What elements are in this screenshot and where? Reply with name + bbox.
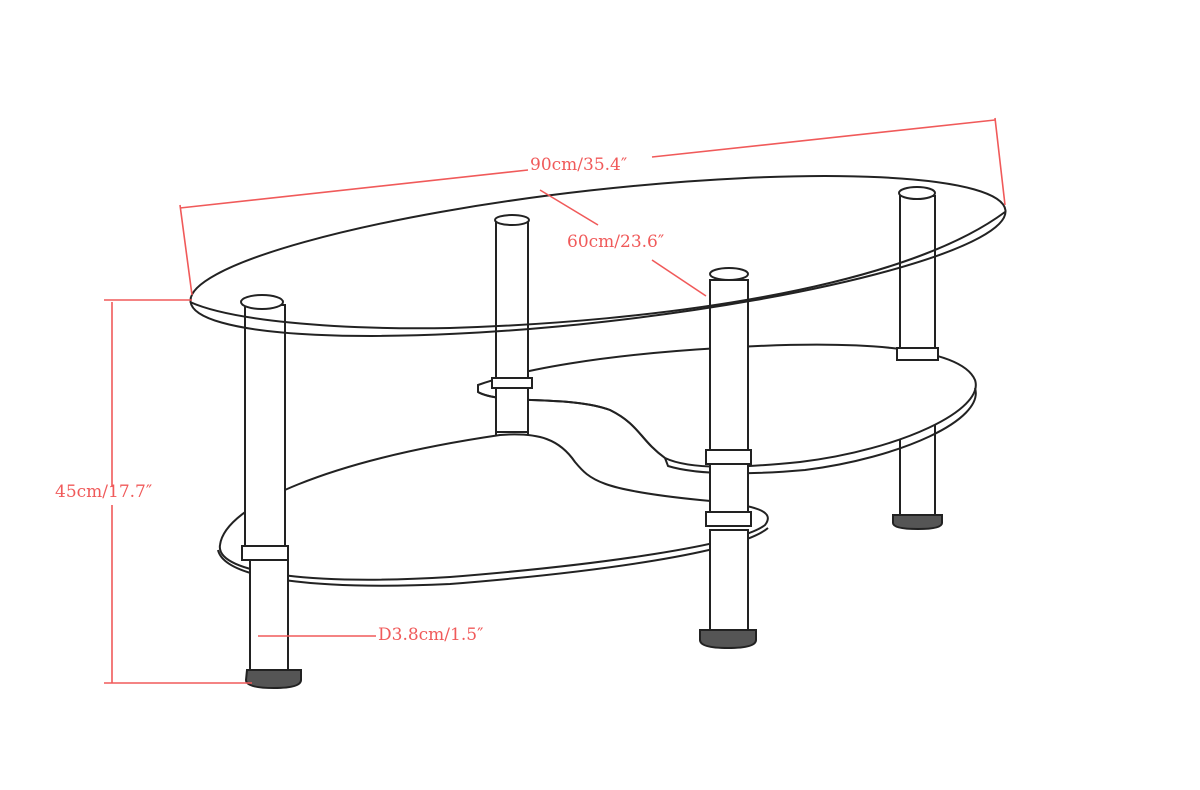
table-outline: [189, 175, 1007, 690]
height-label: 45cm/17.7″: [55, 482, 153, 502]
width-line: [539, 189, 707, 297]
front-left-leg-cap: [240, 294, 284, 310]
width-label: 60cm/23.6″: [567, 232, 665, 252]
front-right-leg-cap: [709, 267, 749, 281]
length-extensions: [179, 117, 1006, 296]
leg-diameter-label: D3.8cm/1.5″: [378, 625, 484, 645]
top-glass: [189, 175, 1007, 337]
length-label: 90cm/35.4″: [530, 155, 628, 175]
dimension-lines: [104, 117, 1006, 684]
back-right-leg: [896, 186, 939, 361]
height-extensions: [104, 299, 252, 684]
front-right-leg: [699, 279, 757, 650]
length-line: [179, 119, 996, 209]
